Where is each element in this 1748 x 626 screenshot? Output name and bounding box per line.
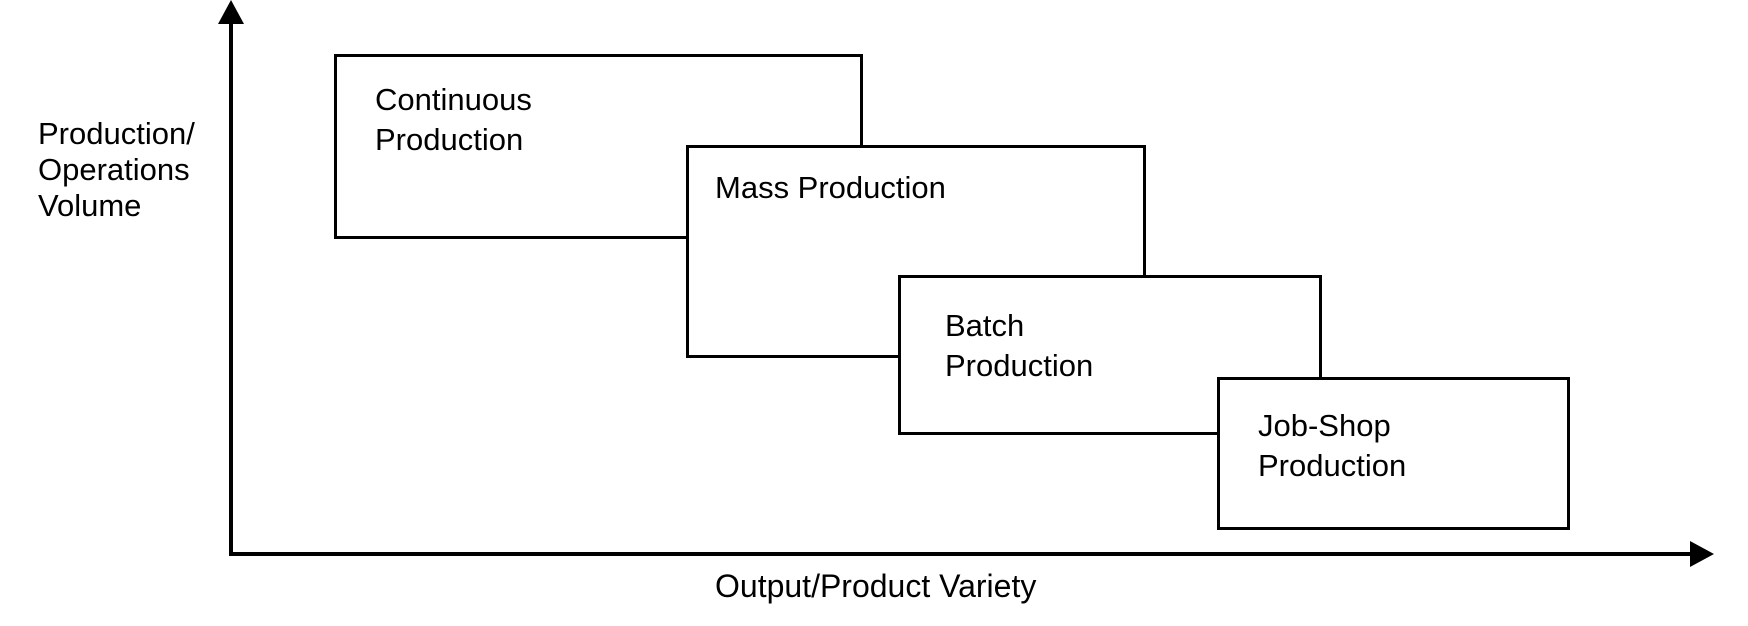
arrow-right-icon	[1690, 541, 1714, 567]
y-axis-line	[229, 18, 233, 554]
x-axis-label: Output/Product Variety	[715, 568, 1037, 604]
box-job-shop-production: Job-Shop Production	[1217, 377, 1570, 530]
x-axis-line	[229, 552, 1692, 556]
y-axis-label: Production/ Operations Volume	[38, 116, 195, 223]
